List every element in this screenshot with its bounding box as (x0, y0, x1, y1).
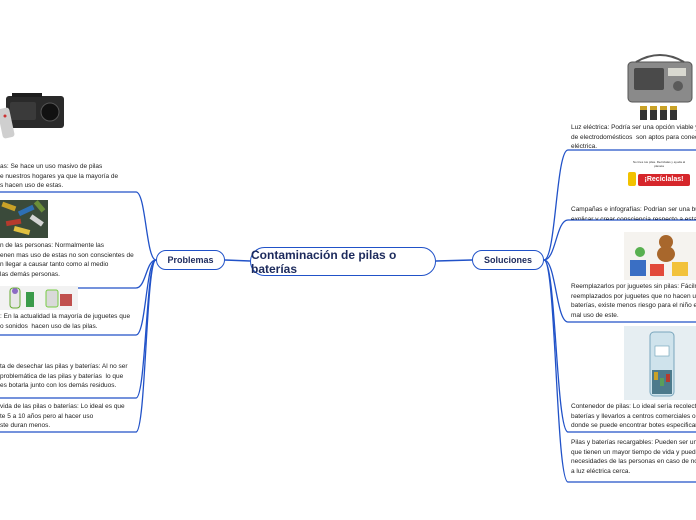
poster-title: ¡Recíclalas! (638, 174, 690, 186)
problem-leaf[interactable]: : En la actualidad la mayoría de juguete… (0, 286, 140, 336)
connector-central-problemas (225, 260, 250, 261)
branch-soluciones[interactable]: Soluciones (472, 250, 544, 270)
solution-leaf[interactable]: Reemplazarlos por juguetes sin pilas: Fá… (568, 232, 696, 322)
toy-figures-photo (0, 286, 78, 310)
problem-leaf[interactable]: vida de las pilas o baterías: Lo ideal e… (0, 402, 140, 432)
recycling-poster: No tires tus pilas. Recíclalas y ayuda a… (624, 158, 694, 200)
solution-text: Campañas e infografías: Podrían ser una … (571, 205, 696, 220)
solution-leaf[interactable]: No tires tus pilas. Recíclalas y ayuda a… (568, 158, 696, 220)
branch-problemas[interactable]: Problemas (156, 250, 225, 270)
battery-mascot-icon (628, 172, 636, 186)
solution-leaf[interactable]: Luz eléctrica: Podría ser una opción via… (568, 50, 696, 150)
problem-text: as: Se hace un uso masivo de pilas e nue… (0, 162, 118, 191)
battery-container-photo (624, 326, 696, 400)
plush-toys-photo (624, 232, 696, 280)
battery-pile-photo (0, 200, 48, 238)
problem-leaf[interactable]: as: Se hace un uso masivo de pilas e nue… (0, 90, 140, 192)
problem-text: vida de las pilas o baterías: Lo ideal e… (0, 402, 140, 431)
solution-text: Reemplazarlos por juguetes sin pilas: Fá… (571, 282, 696, 320)
central-topic[interactable]: Contaminación de pilas o baterías (250, 247, 436, 276)
poster-subtitle: No tires tus pilas. Recíclalas y ayuda a… (630, 160, 688, 168)
problem-text: ta de desechar las pilas y baterías: Al … (0, 362, 140, 391)
solution-leaf[interactable]: Pilas y baterías recargables: Pueden ser… (568, 438, 696, 480)
problem-leaf[interactable]: n de las personas: Normalmente las enen … (0, 198, 140, 288)
problem-leaf[interactable]: ta de desechar las pilas y baterías: Al … (0, 362, 140, 398)
problem-text: : En la actualidad la mayoría de juguete… (0, 312, 130, 331)
solution-text: Luz eléctrica: Podría ser una opción via… (571, 123, 696, 150)
radio-remote-photo (0, 90, 68, 150)
solution-text: Pilas y baterías recargables: Pueden ser… (571, 438, 696, 476)
radio-batteries-photo (626, 50, 696, 122)
solution-leaf[interactable]: Contenedor de pilas: Lo ideal sería reco… (568, 326, 696, 432)
problem-text: n de las personas: Normalmente las enen … (0, 241, 134, 279)
solution-text: Contenedor de pilas: Lo ideal sería reco… (571, 402, 696, 431)
connector-central-soluciones (436, 260, 472, 261)
